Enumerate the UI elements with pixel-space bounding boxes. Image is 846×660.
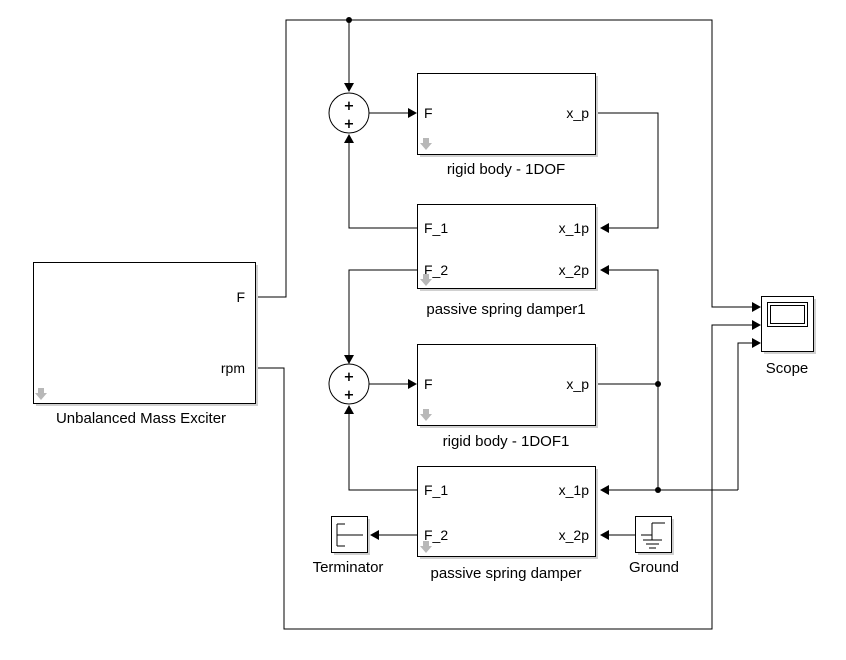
damper2-port-f1: F_1 bbox=[424, 482, 448, 498]
damper1-port-f1: F_1 bbox=[424, 220, 448, 236]
wire-damper2-f1-to-sum2[interactable] bbox=[348, 414, 417, 491]
wire-rigid1-xp-to-damper1-x1p[interactable] bbox=[597, 112, 659, 229]
arrowheads bbox=[344, 83, 761, 540]
damper1-port-f2: F_2 bbox=[424, 262, 448, 278]
ground-name: Ground bbox=[629, 559, 679, 576]
sum2-sign-bottom: + bbox=[344, 388, 355, 403]
arrow-damper1-x2p bbox=[600, 265, 609, 275]
arrow-rigid1-f bbox=[408, 108, 417, 118]
rigid1-name: rigid body - 1DOF bbox=[447, 161, 565, 178]
signal-lines bbox=[256, 19, 752, 630]
branch-point-x1p bbox=[655, 487, 661, 493]
terminator-icon bbox=[336, 523, 363, 547]
wire-damper1-f1-to-sum1[interactable] bbox=[348, 143, 417, 229]
sum1-sign-bottom: + bbox=[344, 117, 355, 132]
block-terminator[interactable]: Terminator bbox=[313, 516, 384, 577]
damper1-down-arrow-icon bbox=[420, 274, 432, 286]
branch-points bbox=[346, 17, 661, 493]
wire-exciter-f[interactable] bbox=[256, 19, 752, 308]
arrow-rigid2-f bbox=[408, 379, 417, 389]
sum-block-2[interactable]: + + bbox=[328, 363, 370, 405]
block-unbalanced-mass-exciter[interactable]: F rpm Unbalanced Mass Exciter bbox=[33, 262, 259, 428]
branch-point-top bbox=[346, 17, 352, 23]
arrow-terminator bbox=[370, 530, 379, 540]
damper2-port-f2: F_2 bbox=[424, 527, 448, 543]
arrow-scope-in2 bbox=[752, 320, 761, 330]
wire-damper1-f2-to-sum2[interactable] bbox=[348, 269, 417, 355]
arrow-scope-in3 bbox=[752, 338, 761, 348]
damper2-down-arrow-icon bbox=[420, 541, 432, 553]
terminator-name: Terminator bbox=[313, 559, 384, 576]
damper2-port-x2p: x_2p bbox=[559, 527, 590, 543]
block-scope[interactable]: Scope bbox=[761, 296, 817, 378]
damper1-name: passive spring damper1 bbox=[426, 301, 585, 318]
rigid1-port-xp: x_p bbox=[566, 105, 589, 121]
wire-exciter-rpm-to-scope[interactable] bbox=[256, 324, 752, 630]
block-passive-spring-damper1[interactable]: F_1 F_2 x_1p x_2p passive spring damper1 bbox=[417, 204, 599, 319]
exciter-name: Unbalanced Mass Exciter bbox=[56, 410, 226, 427]
sum-block-1[interactable]: + + bbox=[328, 92, 370, 134]
damper1-port-x1p: x_1p bbox=[559, 220, 590, 236]
exciter-down-arrow-icon bbox=[35, 388, 47, 400]
arrow-damper2-x1p bbox=[600, 485, 609, 495]
arrow-sum2-top bbox=[344, 355, 354, 364]
wire-rigid2-xp-to-damper1-x2p[interactable] bbox=[609, 269, 659, 490]
arrow-sum1-bottom bbox=[344, 134, 354, 143]
rigid1-port-f: F bbox=[424, 105, 433, 121]
block-rigid-body-1dof1[interactable]: F x_p rigid body - 1DOF1 bbox=[417, 344, 599, 451]
scope-screen-icon bbox=[767, 302, 808, 327]
rigid2-name: rigid body - 1DOF1 bbox=[443, 433, 570, 450]
ground-icon bbox=[641, 522, 665, 549]
rigid2-port-xp: x_p bbox=[566, 376, 589, 392]
rigid2-down-arrow-icon bbox=[420, 409, 432, 421]
arrow-scope-in1 bbox=[752, 302, 761, 312]
wire-junction-to-scope-3[interactable] bbox=[737, 342, 752, 490]
arrow-sum2-bottom bbox=[344, 405, 354, 414]
arrow-damper1-x1p bbox=[600, 223, 609, 233]
exciter-port-rpm: rpm bbox=[221, 360, 245, 376]
arrow-damper2-x2p bbox=[600, 530, 609, 540]
sum2-sign-top: + bbox=[344, 370, 355, 385]
sum1-sign-top: + bbox=[344, 99, 355, 114]
damper1-port-x2p: x_2p bbox=[559, 262, 590, 278]
block-rigid-body-1dof[interactable]: F x_p rigid body - 1DOF bbox=[417, 73, 599, 179]
block-passive-spring-damper[interactable]: F_1 F_2 x_1p x_2p passive spring damper bbox=[417, 466, 599, 583]
scope-name: Scope bbox=[766, 360, 809, 377]
exciter-port-f: F bbox=[236, 289, 245, 305]
damper2-name: passive spring damper bbox=[431, 565, 582, 582]
rigid1-down-arrow-icon bbox=[420, 138, 432, 150]
damper2-port-x1p: x_1p bbox=[559, 482, 590, 498]
block-ground[interactable]: Ground bbox=[629, 516, 679, 577]
arrow-sum1-top bbox=[344, 83, 354, 92]
branch-point-rigid2-xp bbox=[655, 381, 661, 387]
rigid2-port-f: F bbox=[424, 376, 433, 392]
